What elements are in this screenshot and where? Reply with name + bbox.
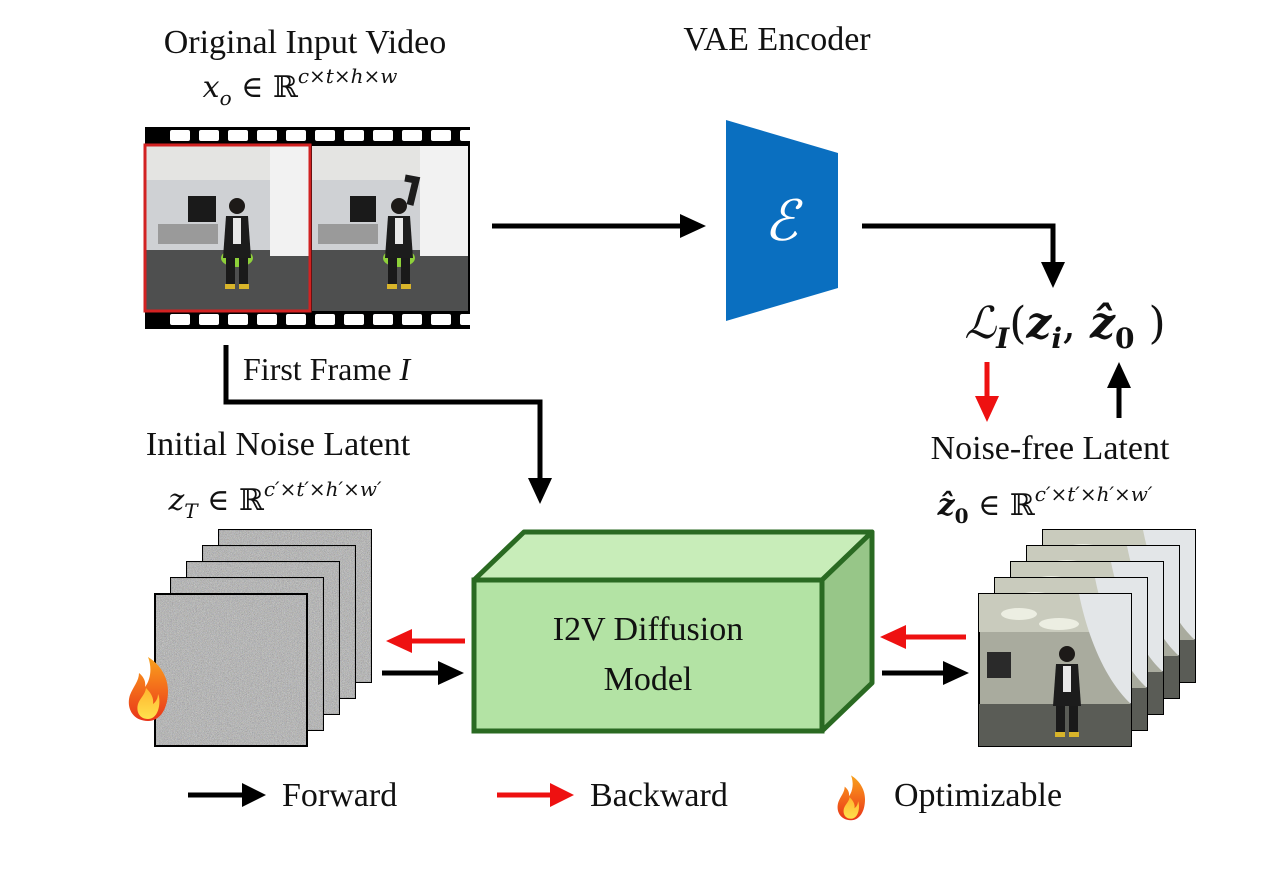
loss-formula: ℒI(zi, ẑ0 ) (964, 298, 1165, 355)
encoder-trapezoid (726, 120, 838, 321)
film-sprocket-hole (460, 130, 480, 141)
encoder-symbol: ℰ (764, 189, 803, 254)
film-sprocket-hole (199, 130, 219, 141)
arrows (223, 214, 1131, 685)
noise-free-formula: ẑ0 ∈ ℝc′×t′×h′×w′ (937, 482, 1153, 528)
film-sprocket-hole (344, 130, 364, 141)
film-sprocket-hole (257, 314, 277, 325)
film-sprocket-hole (431, 130, 451, 141)
film-sprocket-hole (199, 314, 219, 325)
encoder-title: VAE Encoder (683, 21, 871, 58)
film-sprocket-hole (228, 314, 248, 325)
noise-free-latent-stack (978, 529, 1196, 747)
film-sprocket-hole (402, 314, 422, 325)
legend-forward-label: Forward (282, 777, 397, 814)
model-label-line1: I2V Diffusion (553, 611, 743, 648)
legend-forward-arrow (188, 783, 266, 807)
noise-latent-title: Initial Noise Latent (146, 426, 411, 463)
video-formula: xo ∈ ℝc×t×h×w (203, 64, 398, 110)
diffusion-model-box (471, 529, 875, 734)
film-sprocket-hole (170, 130, 190, 141)
film-sprocket-hole (460, 314, 480, 325)
film-sprocket-hole (257, 130, 277, 141)
film-sprocket-hole (344, 314, 364, 325)
film-sprocket-hole (315, 314, 335, 325)
film-sprocket-hole (373, 314, 393, 325)
film-sprocket-hole (228, 130, 248, 141)
film-sprocket-hole (286, 314, 306, 325)
noise-free-frame (978, 593, 1132, 747)
video-title: Original Input Video (164, 24, 447, 61)
first-frame-highlight (143, 143, 312, 313)
first-frame-label: First Frame I (243, 351, 411, 387)
legend-fire-icon (837, 775, 865, 821)
film-sprocket-hole (170, 314, 190, 325)
noise-latent-formula: zT ∈ ℝc′×t′×h′×w′ (167, 477, 382, 523)
film-strip (143, 127, 480, 329)
model-label-line2: Model (604, 661, 693, 698)
film-sprocket-hole (431, 314, 451, 325)
noise-free-title: Noise-free Latent (931, 430, 1170, 467)
noise-latent-stack (154, 529, 372, 747)
film-sprocket-hole (402, 130, 422, 141)
film-sprocket-hole (373, 130, 393, 141)
film-sprocket-hole (315, 130, 335, 141)
film-sprocket-hole (286, 130, 306, 141)
legend-backward-arrow (497, 783, 574, 807)
legend-backward-label: Backward (590, 777, 728, 814)
legend: Forward Backward Optimizable (188, 775, 1062, 821)
legend-optimizable-label: Optimizable (894, 777, 1062, 814)
